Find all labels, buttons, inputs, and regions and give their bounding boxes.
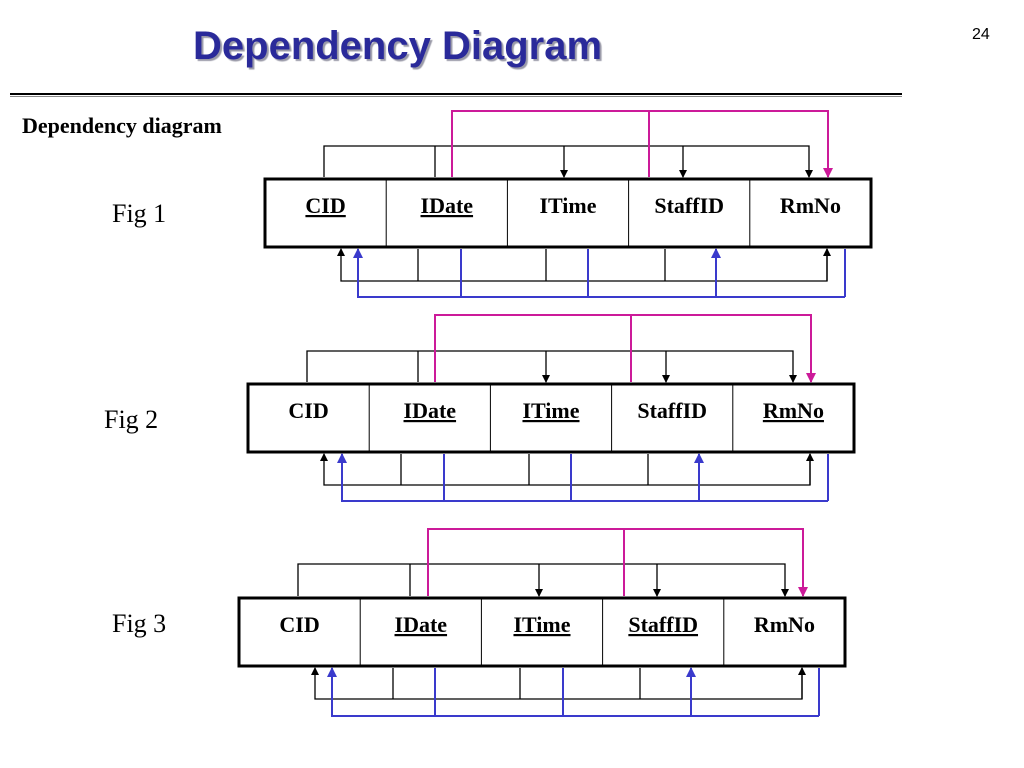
bottom-blue-bracket <box>327 667 436 717</box>
title-divider <box>10 93 902 95</box>
section-subtitle: Dependency diagram <box>22 113 222 138</box>
relation-table <box>237 596 847 668</box>
relation-table <box>246 382 856 454</box>
attribute-rmno: RmNo <box>763 398 824 423</box>
relation-table <box>263 177 873 249</box>
attribute-cid: CID <box>288 398 328 423</box>
page-number: 24 <box>972 26 990 43</box>
title-divider-shadow <box>10 96 902 97</box>
top-magenta-bracket <box>427 528 808 597</box>
fig-2-label: Fig 2 <box>104 405 159 434</box>
top-black-bracket <box>323 145 813 178</box>
attribute-idate: IDate <box>395 612 448 637</box>
top-magenta-bracket <box>451 110 833 178</box>
attribute-idate: IDate <box>404 398 457 423</box>
top-black-bracket <box>306 350 797 383</box>
figure-1: CID IDate ITime StaffID RmNo <box>263 110 873 298</box>
bottom-black-bracket <box>311 667 803 700</box>
bottom-blue-bracket <box>337 453 445 502</box>
fig-1-label: Fig 1 <box>112 199 167 228</box>
attribute-cid: CID <box>279 612 319 637</box>
bottom-blue-bracket <box>353 248 462 298</box>
fig-3-label: Fig 3 <box>112 609 167 638</box>
attribute-itime: ITime <box>539 193 596 218</box>
page-title: Dependency Diagram <box>193 24 603 68</box>
attribute-staffid: StaffID <box>654 193 724 218</box>
attribute-staffid: StaffID <box>637 398 707 423</box>
bottom-black-bracket <box>320 453 811 486</box>
top-magenta-bracket <box>434 314 816 383</box>
figure-2: CID IDate ITime StaffID RmNo <box>246 314 856 502</box>
attribute-itime: ITime <box>513 612 570 637</box>
attribute-rmno: RmNo <box>780 193 841 218</box>
attribute-staffid: StaffID <box>628 612 698 637</box>
attribute-idate: IDate <box>421 193 474 218</box>
bottom-black-bracket <box>337 248 828 282</box>
attribute-cid: CID <box>305 193 345 218</box>
figure-3: CID IDate ITime StaffID RmNo <box>237 528 847 717</box>
attribute-rmno: RmNo <box>754 612 815 637</box>
top-black-bracket <box>297 563 789 597</box>
attribute-itime: ITime <box>522 398 579 423</box>
